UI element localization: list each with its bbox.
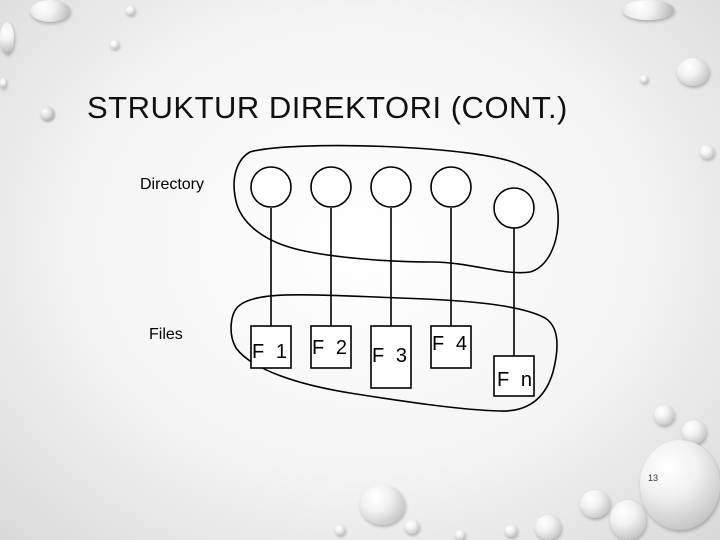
file-label: F n (497, 369, 535, 391)
water-drop-decoration (610, 500, 646, 540)
file-box (250, 325, 292, 369)
water-drop-decoration (677, 58, 709, 86)
water-drop-decoration (0, 78, 6, 88)
water-drop-decoration (455, 530, 465, 540)
water-drop-decoration (405, 520, 419, 534)
directory-node (493, 187, 535, 229)
file-box (430, 325, 472, 369)
water-drop-decoration (580, 490, 610, 518)
directory-label: Directory (140, 176, 205, 193)
file-box (493, 355, 535, 397)
water-drop-decoration (335, 525, 345, 535)
water-drop-decoration (535, 515, 561, 540)
water-drop-decoration (622, 0, 674, 20)
files-label: Files (149, 326, 183, 343)
water-drop-decoration (505, 525, 517, 537)
directory-node (370, 166, 412, 208)
title-bullet-icon (40, 107, 54, 121)
slide-title: STRUKTUR DIREKTORI (CONT.) (87, 90, 568, 125)
directory-outline (233, 144, 559, 274)
water-drop-decoration (126, 6, 135, 15)
directory-node (250, 166, 292, 208)
directory-node (430, 166, 472, 208)
water-drop-decoration (0, 22, 14, 54)
page-number: 13 (648, 473, 659, 483)
file-label: F 4 (432, 333, 470, 355)
directory-node (310, 166, 352, 208)
water-drop-decoration (110, 40, 119, 49)
file-label: F 2 (312, 337, 350, 359)
file-box (370, 325, 412, 389)
water-drop-decoration (30, 0, 70, 22)
water-drop-decoration (360, 485, 405, 525)
water-drop-decoration (700, 145, 714, 159)
file-label: F 1 (252, 341, 290, 363)
file-label: F 3 (372, 345, 410, 367)
file-box (310, 325, 352, 369)
water-drop-decoration (640, 75, 648, 83)
water-drop-decoration (654, 405, 674, 425)
water-drop-decoration (640, 440, 720, 530)
